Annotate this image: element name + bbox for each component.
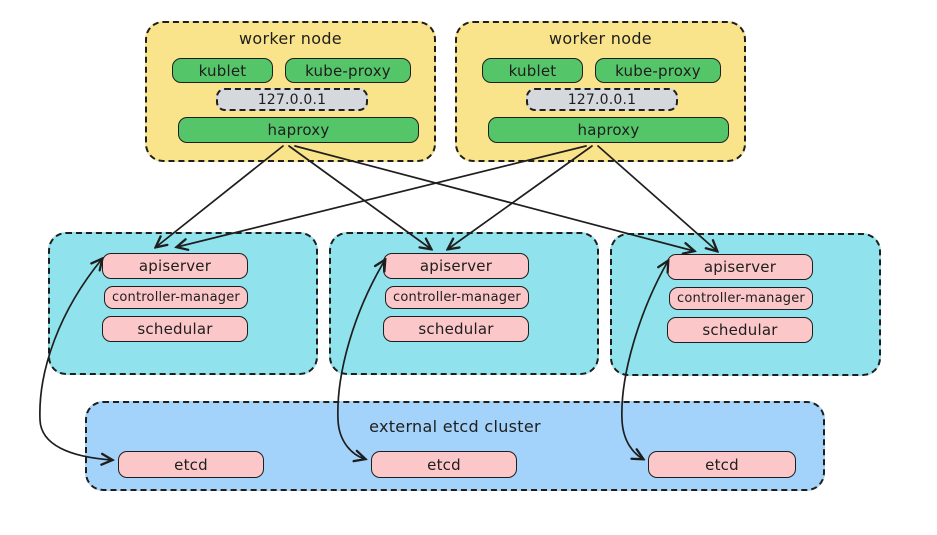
kublet-box-2: kublet bbox=[482, 58, 583, 83]
etcd-cluster: external etcd cluster etcd etcd etcd bbox=[85, 401, 825, 491]
control-plane-1: apiserver controller-manager schedular bbox=[48, 232, 318, 375]
kublet-box-1: kublet bbox=[172, 58, 273, 83]
controller-manager-box-1: controller-manager bbox=[104, 286, 248, 309]
controller-manager-box-3: controller-manager bbox=[669, 287, 813, 310]
apiserver-box-3: apiserver bbox=[667, 254, 813, 280]
apiserver-box-1: apiserver bbox=[102, 253, 248, 279]
schedular-box-3: schedular bbox=[667, 317, 813, 343]
worker-node-1: worker node kublet kube-proxy 127.0.0.1 … bbox=[145, 21, 436, 162]
loopback-box-2: 127.0.0.1 bbox=[526, 88, 678, 111]
worker-node-1-title: worker node bbox=[239, 29, 342, 48]
kube-proxy-box-1: kube-proxy bbox=[285, 58, 411, 83]
worker-node-2-title: worker node bbox=[549, 29, 652, 48]
etcd-box-1: etcd bbox=[118, 451, 264, 478]
controller-manager-box-2: controller-manager bbox=[385, 286, 529, 309]
control-plane-2: apiserver controller-manager schedular bbox=[329, 232, 599, 375]
worker-node-2: worker node kublet kube-proxy 127.0.0.1 … bbox=[455, 21, 746, 162]
haproxy-box-2: haproxy bbox=[488, 117, 729, 143]
loopback-box-1: 127.0.0.1 bbox=[216, 88, 368, 111]
etcd-box-3: etcd bbox=[648, 451, 796, 478]
control-plane-3: apiserver controller-manager schedular bbox=[610, 233, 881, 376]
schedular-box-2: schedular bbox=[383, 316, 529, 342]
schedular-box-1: schedular bbox=[102, 316, 248, 342]
etcd-box-2: etcd bbox=[371, 451, 517, 478]
haproxy-box-1: haproxy bbox=[178, 117, 419, 143]
kube-proxy-box-2: kube-proxy bbox=[595, 58, 721, 83]
apiserver-box-2: apiserver bbox=[383, 253, 529, 279]
etcd-cluster-title: external etcd cluster bbox=[369, 417, 541, 436]
